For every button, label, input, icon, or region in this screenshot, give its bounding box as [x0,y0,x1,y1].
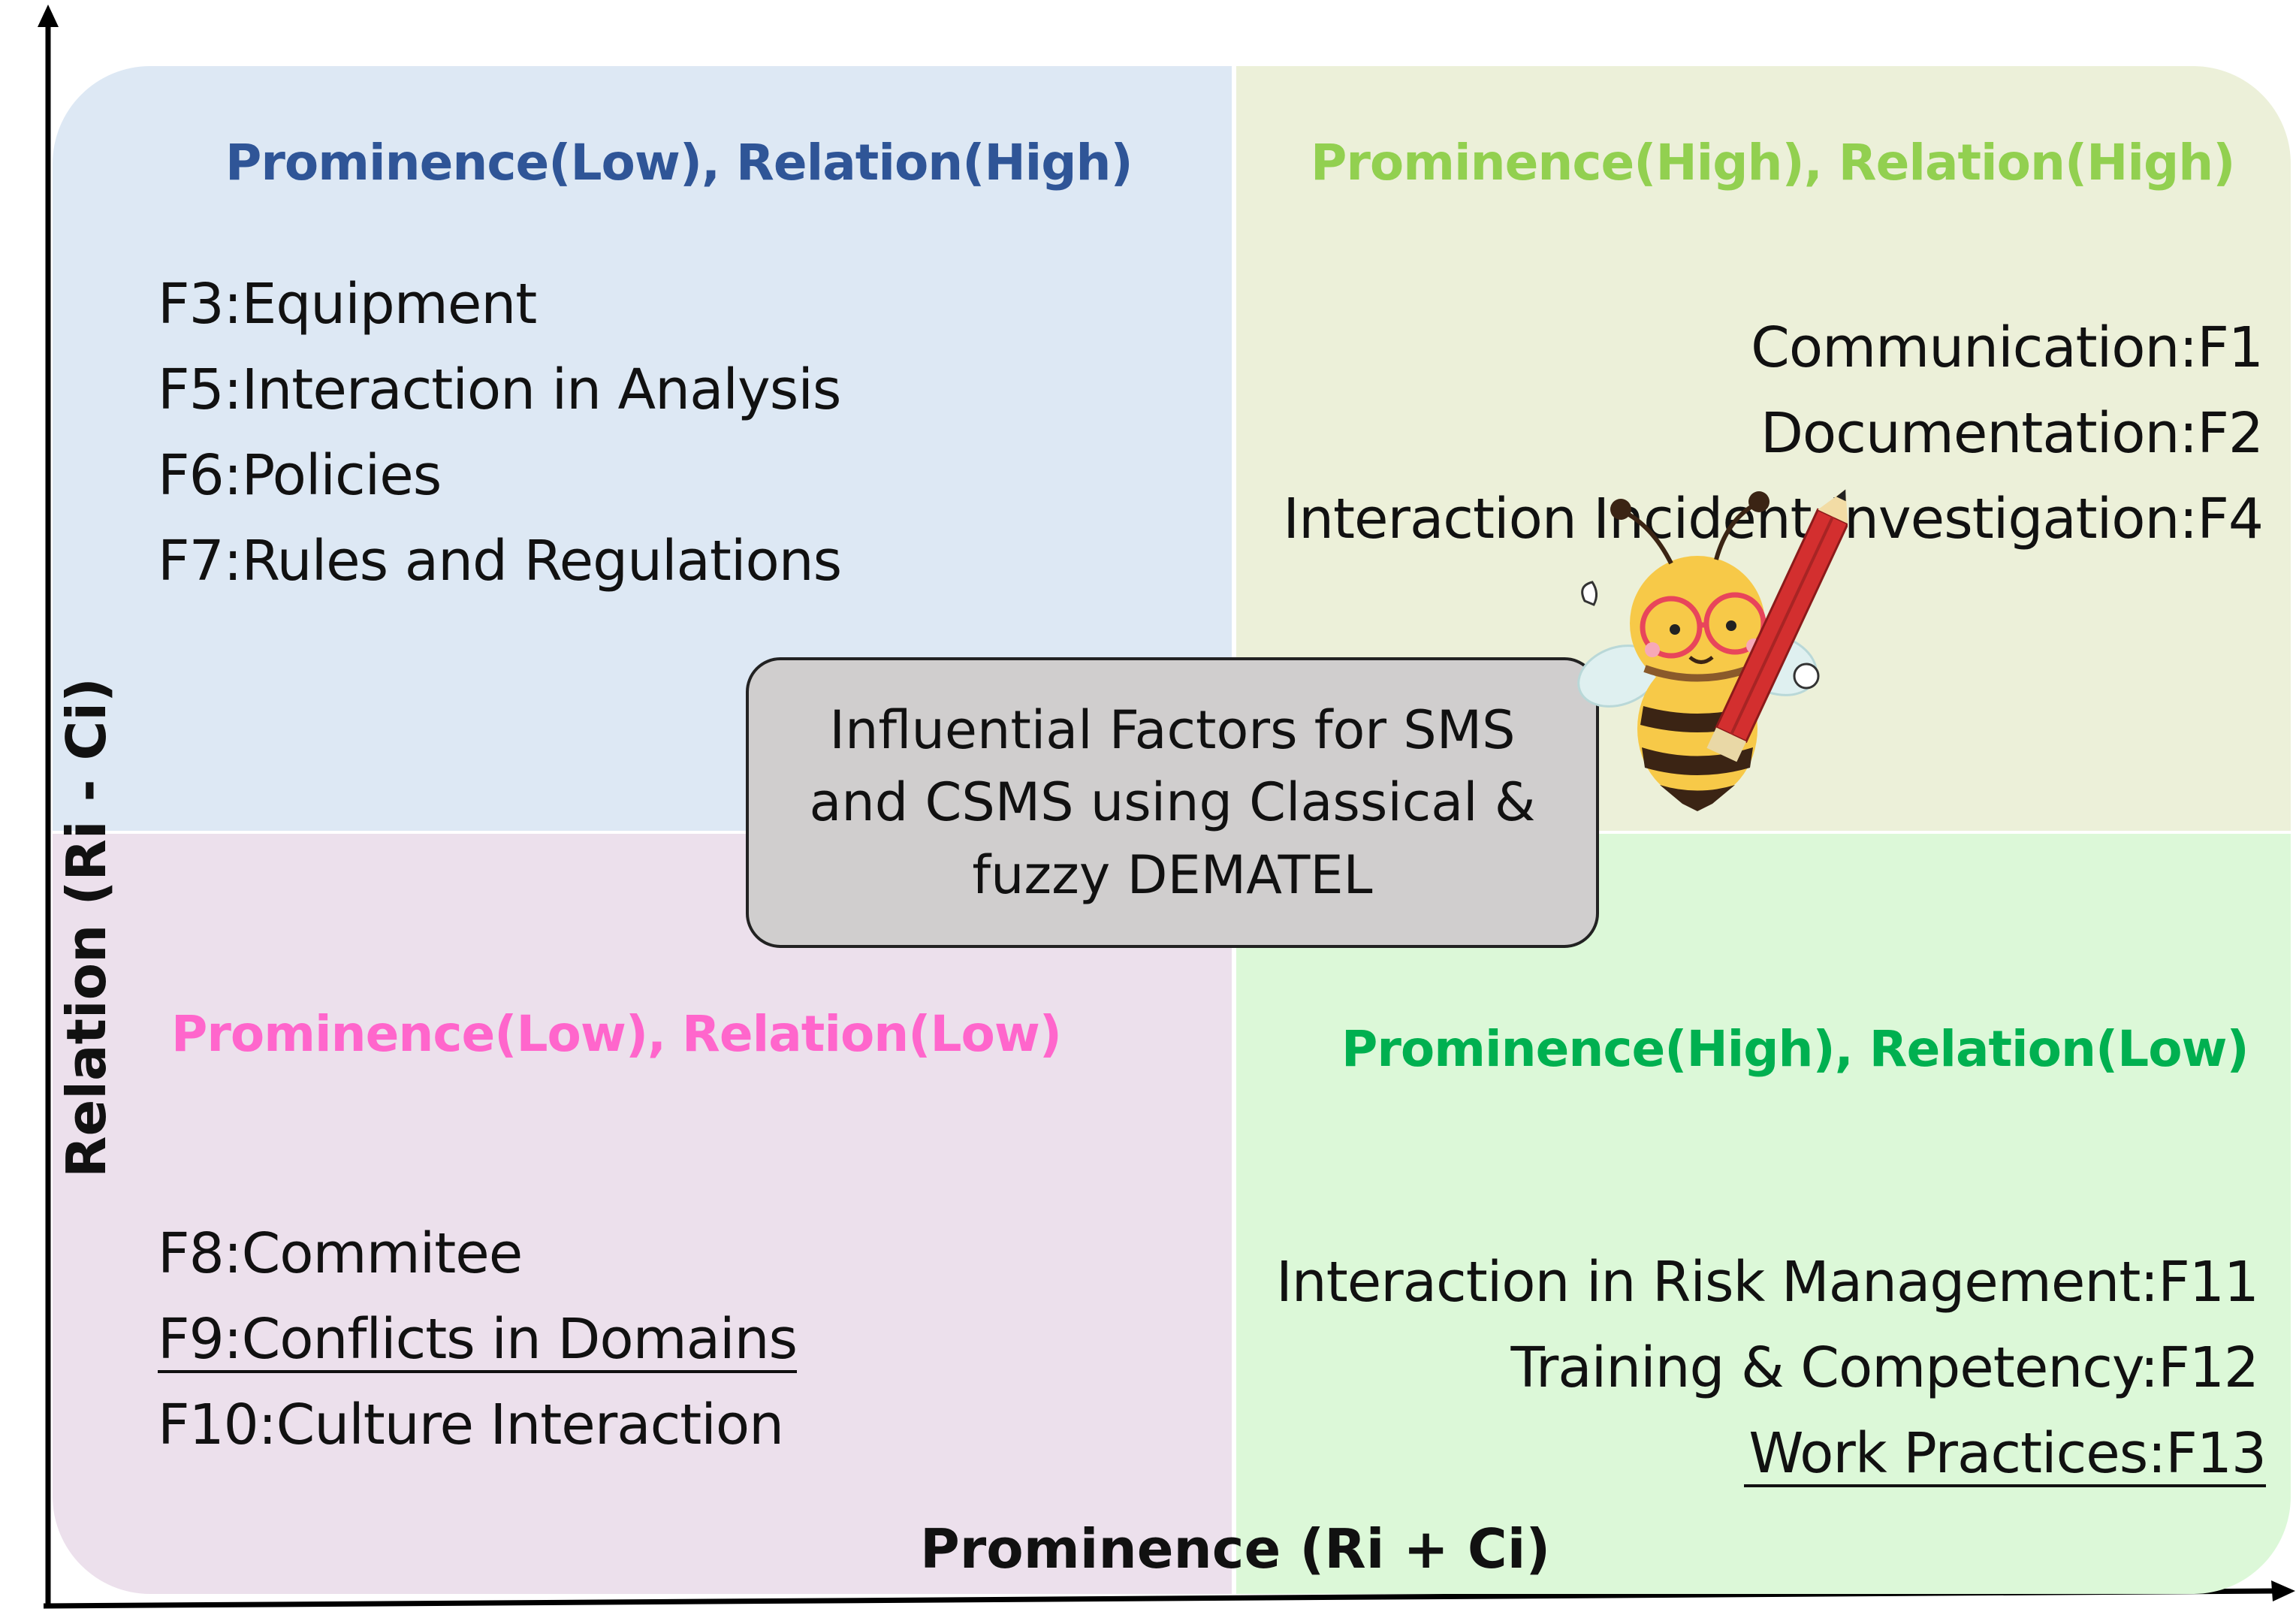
factor-item: Communication:F1 [1751,315,2264,380]
quadrant-top-left-title: Prominence(Low), Relation(High) [225,134,1133,192]
factor-item: Work Practices:F13 [1744,1426,2267,1487]
y-axis-arrowhead [38,5,59,27]
quadrant-bottom-right-title: Prominence(High), Relation(Low) [1341,1020,2249,1078]
factor-item: F8:Commitee [158,1221,523,1286]
factor-item: F10:Culture Interaction [158,1393,784,1457]
bee-with-pencil-icon [1577,489,1848,811]
quadrant-bottom-left-title: Prominence(Low), Relation(Low) [171,1005,1062,1063]
factor-item: F6:Policies [158,443,442,508]
factor-item: F9:Conflicts in Domains [158,1307,798,1373]
factor-item: Documentation:F2 [1760,401,2264,466]
quadrant-top-right-title: Prominence(High), Relation(High) [1311,134,2235,192]
factor-item: Training & Competency:F12 [1510,1336,2259,1400]
center-box: Influential Factors for SMS and CSMS usi… [746,657,1599,948]
quadrant-bottom-right [1236,834,2291,1594]
factor-item: Interaction in Risk Management:F11 [1275,1250,2259,1315]
x-axis-label: Prominence (Ri + Ci) [920,1517,1551,1580]
y-axis-label: Relation (Ri - Ci) [55,678,118,1178]
center-box-text: Influential Factors for SMS and CSMS usi… [809,699,1536,906]
quadrant-bottom-left [53,834,1232,1594]
factor-item: Interaction Incident Investigation:F4 [1283,487,2264,551]
factor-item: F3:Equipment [158,272,537,337]
x-axis-arrowhead [2271,1580,2295,1601]
factor-item: F7:Rules and Regulations [158,529,842,593]
factor-item: F5:Interaction in Analysis [158,358,841,422]
